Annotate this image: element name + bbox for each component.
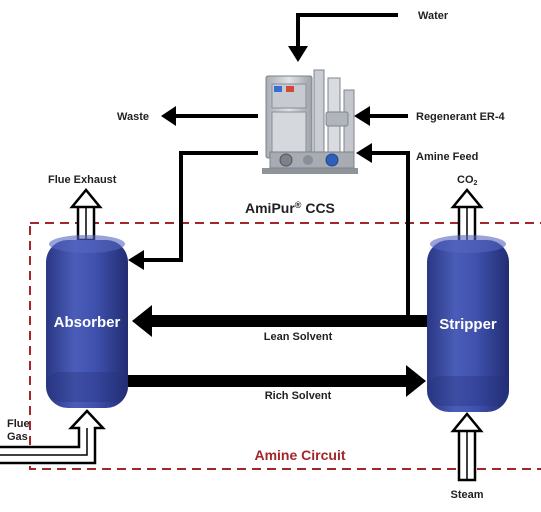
waste-label: Waste	[117, 111, 149, 123]
amine-circuit-boundary	[29, 222, 541, 470]
waste-line	[161, 106, 258, 126]
flue-gas-inlet	[0, 409, 106, 465]
co2-main: CO	[457, 174, 474, 186]
amine-circuit-label: Amine Circuit	[254, 447, 345, 463]
absorber-label: Absorber	[54, 314, 121, 331]
flue-gas-label-line1: Flue	[7, 418, 30, 430]
absorber-vessel	[46, 235, 128, 408]
amipur-skid-equipment-icon	[262, 69, 358, 174]
steam-label: Steam	[450, 489, 483, 501]
co2-subscript: 2	[474, 180, 478, 187]
rich-solvent-arrow	[128, 365, 426, 397]
lean-solvent-arrow	[132, 305, 427, 337]
co2-outlet	[450, 188, 484, 244]
amipur-ccs-label: AmiPur® CCS	[245, 200, 335, 216]
water-label: Water	[418, 10, 449, 22]
flue-exhaust-label: Flue Exhaust	[48, 174, 117, 186]
lean-solvent-label: Lean Solvent	[264, 331, 333, 343]
skid-return-line	[128, 151, 258, 270]
rich-solvent-label: Rich Solvent	[265, 390, 332, 402]
co2-label: CO2	[457, 174, 478, 187]
unit-registered-mark: ®	[295, 200, 302, 210]
regenerant-label: Regenerant ER-4	[416, 111, 506, 123]
amine-feed-line	[356, 143, 410, 321]
stripper-vessel	[427, 235, 509, 412]
flue-gas-label-line2: Gas	[7, 431, 28, 443]
unit-suffix: CCS	[301, 200, 334, 216]
flue-exhaust-outlet	[69, 188, 103, 242]
steam-inlet	[450, 412, 484, 482]
amine-feed-label: Amine Feed	[416, 151, 478, 163]
unit-name: AmiPur	[245, 200, 295, 216]
stripper-label: Stripper	[439, 316, 497, 333]
water-line	[288, 13, 398, 62]
regenerant-line	[354, 106, 408, 126]
